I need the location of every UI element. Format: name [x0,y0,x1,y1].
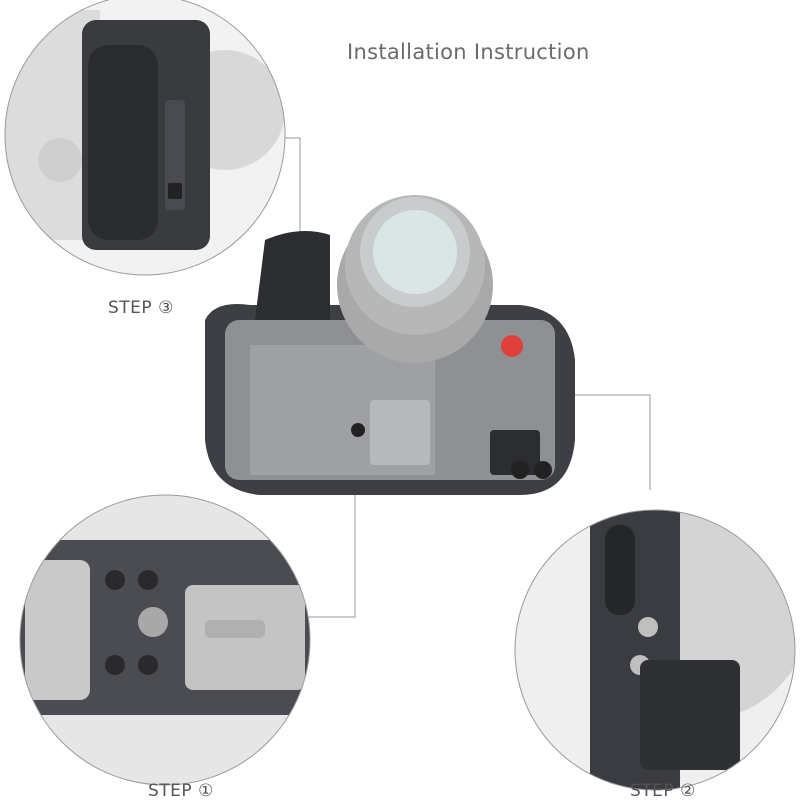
detail-circle-step1 [20,495,310,785]
step-3-label: STEP ③ [108,298,174,318]
connector-line-step2 [575,394,651,490]
connector-line-step1 [308,450,356,618]
detail-circle-step2 [515,510,795,790]
step-1-label: STEP ① [148,781,214,801]
step-2-label: STEP ② [630,781,696,801]
detail-circle-step3 [5,0,285,275]
page-title: Installation Instruction [347,40,590,64]
camera-with-cage [205,195,575,495]
connector-line-step3 [283,137,301,245]
